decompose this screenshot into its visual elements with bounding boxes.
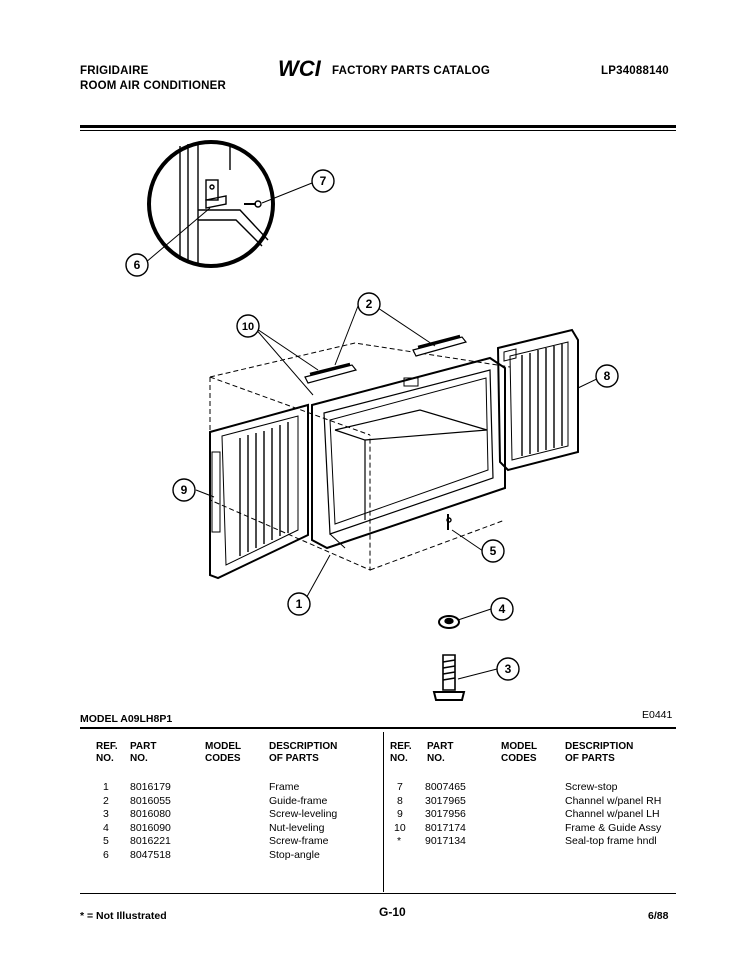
callout-3-label: 3 [505,662,512,676]
product-name: ROOM AIR CONDITIONER [80,80,227,92]
callout-1-label: 1 [296,597,303,611]
nut-leveling-part [438,615,460,629]
table-row-ref: 6 [103,848,109,861]
table-row-desc: Seal-top frame hndl [565,835,657,847]
header-ref: REF.NO. [96,741,118,764]
cabinet-outline [209,342,511,571]
table-row-part: 3017965 [425,794,466,807]
model-label: MODEL A09LH8P1 [80,713,173,725]
screw-leveling-part [432,654,466,701]
diagram-code: E0441 [642,709,673,721]
catalog-number: LP34088140 [601,65,669,77]
guide-rails [304,334,468,384]
left-desc-column: Frame Guide-frame Screw-leveling Nut-lev… [269,781,337,862]
table-row-ref: 10 [394,821,406,834]
callout-9 [172,478,196,502]
table-row-desc: Screw-stop [565,781,618,793]
table-row-desc: Nut-leveling [269,821,325,834]
table-bottom-rule [80,893,676,894]
page-number: G-10 [379,905,406,919]
callout-2 [357,292,381,316]
callout-3 [496,657,520,681]
front-frame [311,356,506,550]
leader-lines [144,180,604,680]
table-row-desc: Channel w/panel RH [565,794,662,807]
table-row-desc: Screw-frame [269,835,329,847]
table-row-part: 8016080 [130,808,171,820]
callout-6-label: 6 [134,258,141,272]
callout-8-label: 8 [604,369,611,383]
callout-5-label: 5 [490,544,497,558]
table-row-desc: Guide-frame [269,794,328,807]
right-ref-column: 7 8 9 10 * [394,781,406,849]
table-row-part: 3017956 [425,808,466,820]
brand-name: FRIGIDAIRE [80,65,149,77]
logo-text: WCI [278,56,322,80]
callout-1 [287,592,311,616]
detail-inset [147,140,275,268]
left-side-panel [209,403,309,580]
table-row-part: 8047518 [130,848,171,861]
callout-10 [236,314,260,338]
table-row-ref: 8 [397,794,403,807]
table-row-part: 8016179 [130,781,171,793]
callout-4-label: 4 [499,602,506,616]
right-desc-column: Screw-stop Channel w/panel RH Channel w/… [565,781,661,849]
table-row-part: 8016055 [130,794,171,807]
table-row-ref: 1 [103,781,109,793]
table-row-part: 8016090 [130,821,171,834]
table-row-part: 8007465 [425,781,466,793]
table-row-ref: 4 [103,821,109,834]
table-row-desc: Channel w/panel LH [565,808,660,820]
table-row-desc: Frame [269,781,300,793]
header-rule-thin [80,130,676,131]
callout-6 [125,253,149,277]
table-row-part: 8016221 [130,835,171,847]
callout-2-label: 2 [366,297,373,311]
table-row-desc: Stop-angle [269,848,320,861]
table-row-part: 9017134 [425,835,466,847]
table-row-ref: 7 [397,781,403,793]
footnote: * = Not Illustrated [80,910,167,922]
table-row-ref: 9 [397,808,403,820]
inner-box [334,409,488,520]
screw-frame-part [446,514,452,530]
header-ref-right: REF.NO. [390,741,412,764]
right-side-panel [496,328,579,472]
callout-7 [311,169,335,193]
table-row-ref: * [397,835,402,847]
table-row-desc: Screw-leveling [269,808,338,820]
left-part-column: 8016179 8016055 8016080 8016090 8016221 … [130,781,171,862]
table-row-ref: 2 [103,794,109,807]
wci-logo: WCI [276,56,328,81]
table-divider [383,732,384,892]
table-row-desc: Frame & Guide Assy [565,821,662,834]
callout-7-label: 7 [320,174,327,188]
table-row-ref: 3 [103,808,109,820]
catalog-title: FACTORY PARTS CATALOG [332,65,490,77]
callout-8 [595,364,619,388]
callout-10-label: 10 [242,321,254,333]
table-row-part: 8017174 [425,821,466,834]
callouts [125,169,619,681]
callout-5 [481,539,505,563]
left-ref-column: 1 2 3 4 5 6 [103,781,109,862]
right-part-column: 8007465 3017965 3017956 8017174 9017134 [425,781,466,849]
callout-9-label: 9 [181,483,188,497]
revision-date: 6/88 [648,910,669,922]
header-rule-thick [80,125,676,128]
table-top-rule [80,727,676,729]
table-row-ref: 5 [103,835,109,847]
callout-4 [490,597,514,621]
